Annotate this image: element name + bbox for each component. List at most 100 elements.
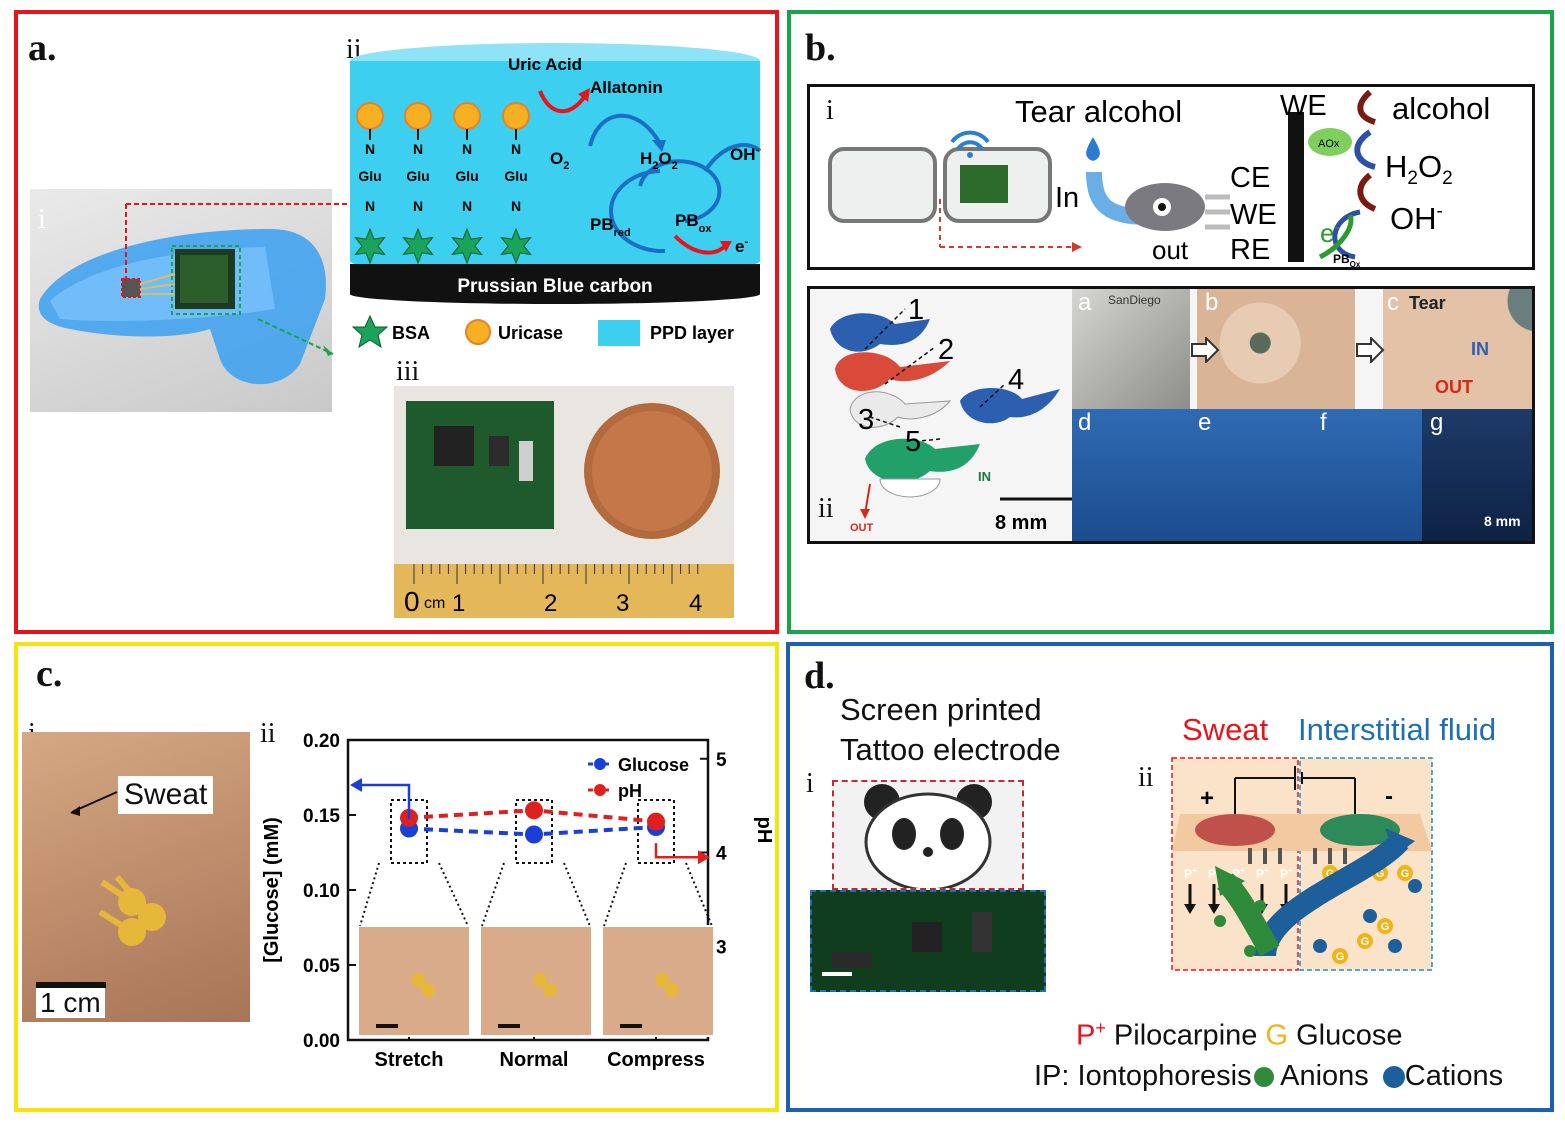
anion-icon [1253, 1067, 1274, 1088]
bsa-icon [354, 227, 386, 265]
cation-icon [1382, 1066, 1405, 1089]
x-tick-label: Compress [607, 1049, 705, 1071]
panel-a-sub-iii: iii [396, 356, 420, 387]
ruler-cm: cm [424, 595, 445, 612]
pilocarpine-mark: P+ [1232, 866, 1245, 881]
y2-tick-label: 5 [716, 750, 727, 771]
ce-label: CE [1230, 162, 1270, 194]
panel-b-ii-box: 1 2 3 4 5 IN OUT 8 mm ii a SanDiego b c … [807, 286, 1535, 544]
ruler-3: 3 [616, 590, 629, 617]
svg-text:e-: e- [735, 236, 748, 256]
y-axis-label: [Glucose] (mM) [261, 817, 283, 963]
tear-alcohol-label: Tear alcohol [1015, 94, 1182, 129]
panda-tattoo-photo [832, 780, 1024, 890]
chain-n-label: N [413, 141, 423, 157]
chain-glu-label: Glu [455, 168, 478, 184]
ruler-2: 2 [544, 590, 557, 617]
legend-label: pH [618, 781, 642, 801]
panel-b-label: b. [805, 27, 836, 69]
panel-b-sub-ii: ii [818, 493, 834, 524]
photo-b-a: a SanDiego [1072, 289, 1190, 409]
chain-glu-label: Glu [504, 168, 527, 184]
uricase-sensor-diagram: Prussian Blue carbon NGluNNGluNNGluNNGlu… [350, 43, 762, 349]
scale-8mm-left: 8 mm [995, 512, 1047, 534]
zoom-box [637, 799, 675, 864]
glucose-mark: G [1376, 868, 1385, 880]
out-small-label: OUT [850, 522, 874, 534]
uric-acid-label: Uric Acid [508, 55, 582, 74]
panel-d-sub-i: i [806, 768, 814, 799]
arrow-right-icon-2 [1356, 337, 1385, 363]
svg-text:e-: e- [1320, 218, 1340, 248]
svg-text:PBox: PBox [675, 211, 712, 235]
we-top-label: WE [1280, 90, 1327, 122]
data-point [525, 825, 543, 844]
glucose-mark: G [1401, 868, 1410, 880]
photo-b-d: d [1072, 409, 1190, 541]
connector-lines [125, 203, 348, 356]
panel-a-label: a. [28, 27, 57, 69]
tattoo-circuit-board [810, 890, 1046, 992]
we-label: WE [1230, 199, 1277, 231]
layer-2: 2 [938, 334, 954, 366]
y-tick-label: 0.10 [303, 881, 340, 902]
chain-glu-label: Glu [358, 168, 381, 184]
arrow-right-icon-1 [1191, 337, 1220, 363]
uricase-icon [502, 102, 530, 130]
chain-n-label: N [413, 198, 423, 214]
allantoin-label: Allatonin [590, 78, 663, 97]
aox-cloud [1308, 128, 1352, 156]
legend-marker [594, 784, 606, 796]
layer-1: 1 [908, 294, 924, 326]
y-tick-label: 0.00 [303, 1031, 340, 1052]
photo-b-g: g 8 mm [1422, 409, 1532, 541]
svg-text:OH-: OH- [1390, 201, 1443, 236]
tear-drop-icon [1086, 137, 1100, 161]
ppd-layer-swatch [598, 320, 640, 346]
mouthguard-photo [30, 189, 332, 412]
data-point [647, 812, 665, 831]
tattoo-title-line2: Tattoo electrode [840, 732, 1061, 767]
panel-b: b. i Tear alcohol In out CE WE [787, 10, 1554, 634]
layer-5: 5 [905, 426, 921, 458]
uricase-icon [453, 102, 481, 130]
x-tick-label: Stretch [375, 1049, 444, 1071]
svg-text:PBred: PBred [590, 215, 631, 239]
panel-a-sub-i: i [38, 204, 46, 235]
pilocarpine-mark: P+ [1184, 866, 1197, 881]
panel-d: d. Screen printed Tattoo electrode i Swe… [786, 642, 1554, 1112]
legend-bsa: BSA [392, 323, 430, 343]
panel-d-sub-ii: ii [1138, 762, 1154, 793]
legend-pilocarpine-glucose: P+ Pilocarpine G Glucose [1076, 1018, 1403, 1052]
photo-b-b: b [1197, 289, 1355, 409]
glasses-lens-left [828, 147, 937, 223]
chain-n-label: N [462, 198, 472, 214]
y2-tick-label: 4 [716, 844, 727, 865]
y2-tick-label: 3 [716, 937, 727, 958]
re-label: RE [1230, 234, 1270, 266]
bsa-icon [351, 314, 389, 349]
svg-text:PBOx: PBOx [1333, 252, 1361, 267]
chain-n-label: N [462, 141, 472, 157]
y-tick-label: 0.05 [303, 956, 340, 977]
minus-sign: - [1385, 783, 1393, 810]
bsa-icon [500, 227, 532, 265]
chain-n-label: N [511, 141, 521, 157]
uricase-icon [404, 102, 432, 130]
layer-4: 4 [1008, 364, 1024, 396]
photo-b-c: c Tear IN OUT [1383, 289, 1532, 409]
svg-text:OH-: OH- [730, 144, 760, 164]
left-axis-arrow [354, 783, 411, 820]
board-coin-photo: 0 cm 1 2 3 4 [394, 386, 734, 618]
working-electrode-bar [1288, 112, 1304, 262]
y-tick-label: 0.20 [303, 731, 340, 752]
glucose-mark: G [1361, 936, 1370, 948]
uricase-icon [465, 319, 491, 345]
panel-c: c. i ii Sweat 1 cm 0.000.050.100.150.203… [14, 642, 779, 1112]
chain-glu-label: Glu [406, 168, 429, 184]
svg-text:H2O2: H2O2 [1385, 149, 1453, 189]
legend-ppd: PPD layer [650, 323, 734, 343]
ruler-0: 0 [404, 586, 420, 617]
